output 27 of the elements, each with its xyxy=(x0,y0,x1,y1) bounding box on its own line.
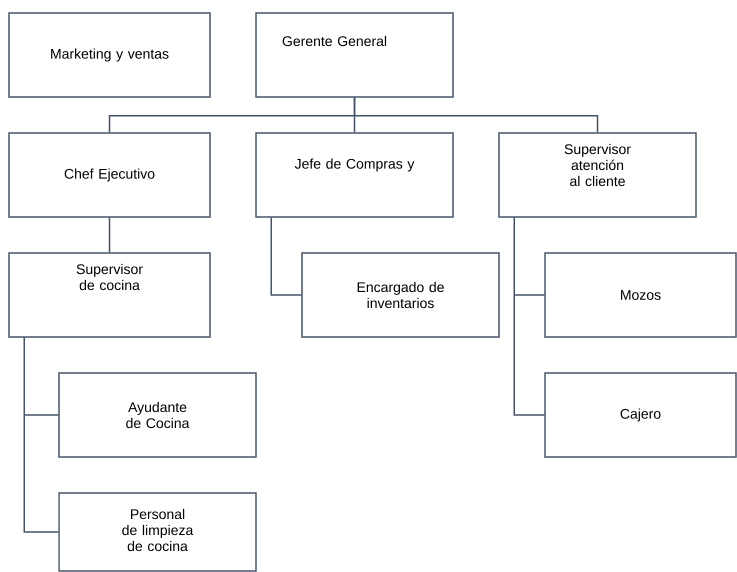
box-label: Chef Ejecutivo xyxy=(64,168,154,182)
box-label: Supervisor atención al cliente xyxy=(564,144,631,186)
org-box xyxy=(301,252,500,338)
box-label: Ayudante de Cocina xyxy=(126,402,190,428)
box-label: Mozos xyxy=(621,290,661,300)
box-label: Jefe de Compras y xyxy=(294,158,414,172)
org-box xyxy=(8,132,211,218)
org-box xyxy=(544,372,737,458)
connector-line xyxy=(270,218,302,296)
org-box xyxy=(255,132,454,218)
org-box xyxy=(58,372,257,458)
org-box xyxy=(255,12,454,98)
box-label: Encargado de inventarios xyxy=(358,282,444,308)
box-label: Gerente General xyxy=(282,36,386,46)
org-box xyxy=(8,252,211,338)
org-box xyxy=(58,492,257,572)
org-box xyxy=(8,12,211,98)
org-box xyxy=(498,132,697,218)
box-label: Marketing y ventas xyxy=(51,48,168,62)
connector-line xyxy=(354,98,598,132)
box-label: Cajero xyxy=(620,408,661,422)
connector-line xyxy=(514,218,544,416)
org-box xyxy=(544,252,737,338)
connector-line xyxy=(24,338,58,533)
box-label: Personal de limpieza de cocina xyxy=(122,508,194,552)
box-label: Supervisor de cocina xyxy=(76,264,143,290)
connector-line xyxy=(108,218,110,252)
